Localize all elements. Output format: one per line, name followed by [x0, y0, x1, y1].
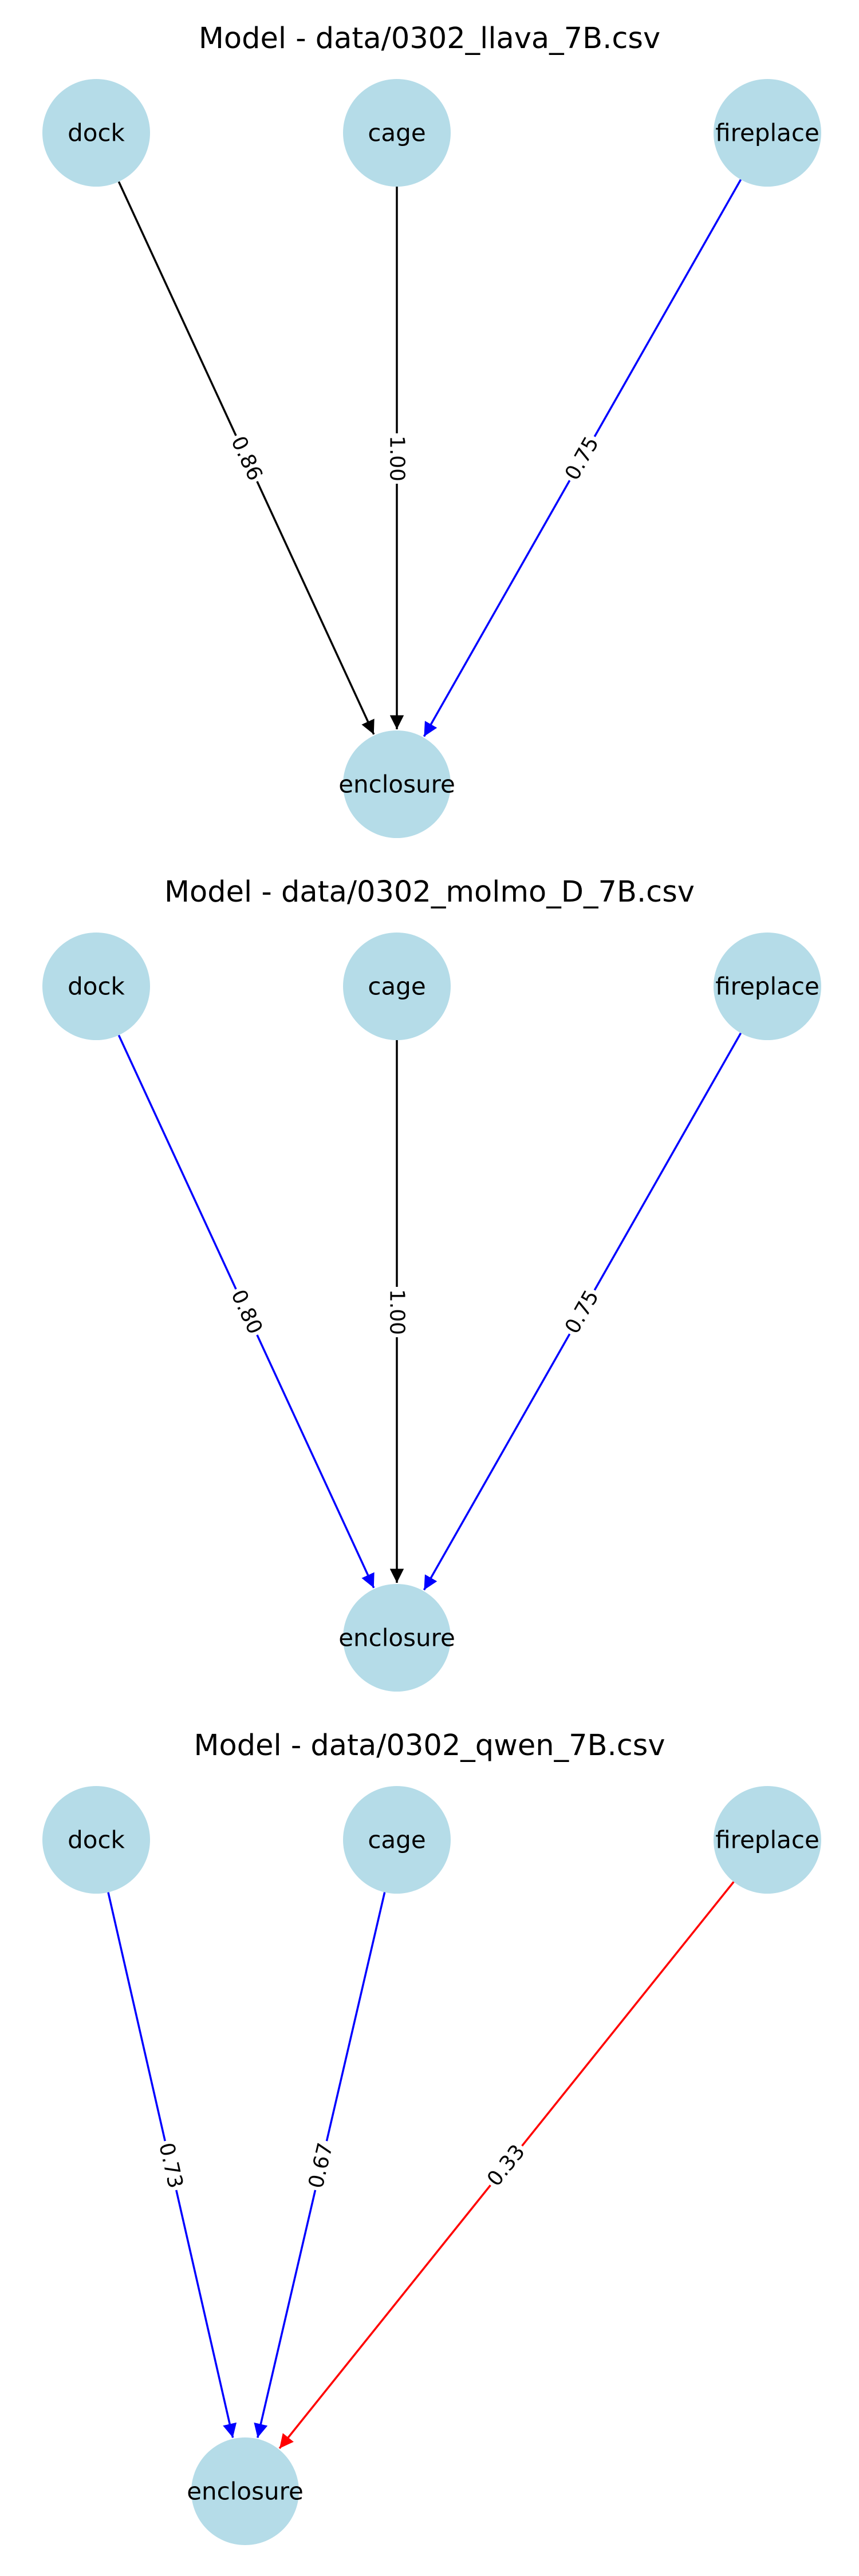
edge-weight-label-group: 0.86	[223, 429, 270, 488]
node-label-dock: dock	[68, 1826, 125, 1854]
edge-weight-label: 1.00	[385, 436, 409, 481]
edge-weight-label: 1.00	[385, 1289, 409, 1335]
edge-weight-label-group: 0.33	[479, 2137, 533, 2194]
node-label-cage: cage	[368, 1826, 425, 1854]
node-label-enclosure: enclosure	[338, 1624, 455, 1652]
node-enclosure	[343, 730, 451, 838]
edge-weight-label-group: 1.00	[383, 433, 411, 484]
node-fireplace	[714, 933, 821, 1040]
node-cage	[343, 79, 451, 187]
panel-llava: Model - data/0302_llava_7B.csv 0.86 1.00 0…	[42, 22, 821, 838]
node-label-fireplace: fireplace	[715, 119, 819, 147]
node-label-enclosure: enclosure	[338, 771, 455, 799]
edge-weight-label-bg	[223, 429, 270, 488]
node-dock	[42, 1786, 150, 1894]
node-dock	[42, 933, 150, 1040]
node-cage	[343, 1786, 451, 1894]
node-label-cage: cage	[368, 119, 425, 147]
panel-title: Model - data/0302_llava_7B.csv	[199, 22, 660, 56]
panel-molmo: Model - data/0302_molmo_D_7B.csv 0.80 1.0…	[42, 875, 821, 1692]
edge-weight-label-group: 0.73	[151, 2138, 190, 2194]
edge-weight-label-bg	[557, 1283, 607, 1341]
edge-weight-label: 0.73	[154, 2140, 187, 2190]
node-cage	[343, 933, 451, 1040]
edge-weight-label-group: 1.00	[383, 1287, 411, 1337]
node-label-fireplace: fireplace	[715, 973, 819, 1001]
node-enclosure	[191, 2437, 299, 2545]
panel-title: Model - data/0302_qwen_7B.csv	[194, 1729, 665, 1763]
edge-weight-label-bg	[557, 429, 607, 488]
edge-weight-label-group: 0.80	[223, 1283, 270, 1341]
edge-weight-label-bg	[383, 433, 411, 484]
node-label-fireplace: fireplace	[715, 1826, 819, 1854]
node-fireplace	[714, 1786, 821, 1894]
edge-weight-label-bg	[302, 2138, 340, 2194]
node-label-enclosure: enclosure	[187, 2478, 304, 2506]
node-label-dock: dock	[68, 973, 125, 1001]
node-dock	[42, 79, 150, 187]
edge-weight-label-bg	[383, 1287, 411, 1337]
edge-weight-label-bg	[479, 2137, 533, 2194]
node-label-cage: cage	[368, 973, 425, 1001]
edge-weight-label-bg	[223, 1283, 270, 1341]
edge-weight-label: 0.67	[304, 2140, 337, 2190]
panel-qwen: Model - data/0302_qwen_7B.csv 0.73 0.67 0.…	[42, 1729, 821, 2545]
node-fireplace	[714, 79, 821, 187]
edge-weight-label-bg	[151, 2138, 190, 2194]
node-enclosure	[343, 1584, 451, 1692]
edge-weight-label-group: 0.67	[302, 2138, 340, 2194]
panel-title: Model - data/0302_molmo_D_7B.csv	[164, 875, 695, 909]
node-label-dock: dock	[68, 119, 125, 147]
edge-weight-label-group: 0.75	[557, 1283, 607, 1341]
edge-weight-label-group: 0.75	[557, 429, 607, 488]
